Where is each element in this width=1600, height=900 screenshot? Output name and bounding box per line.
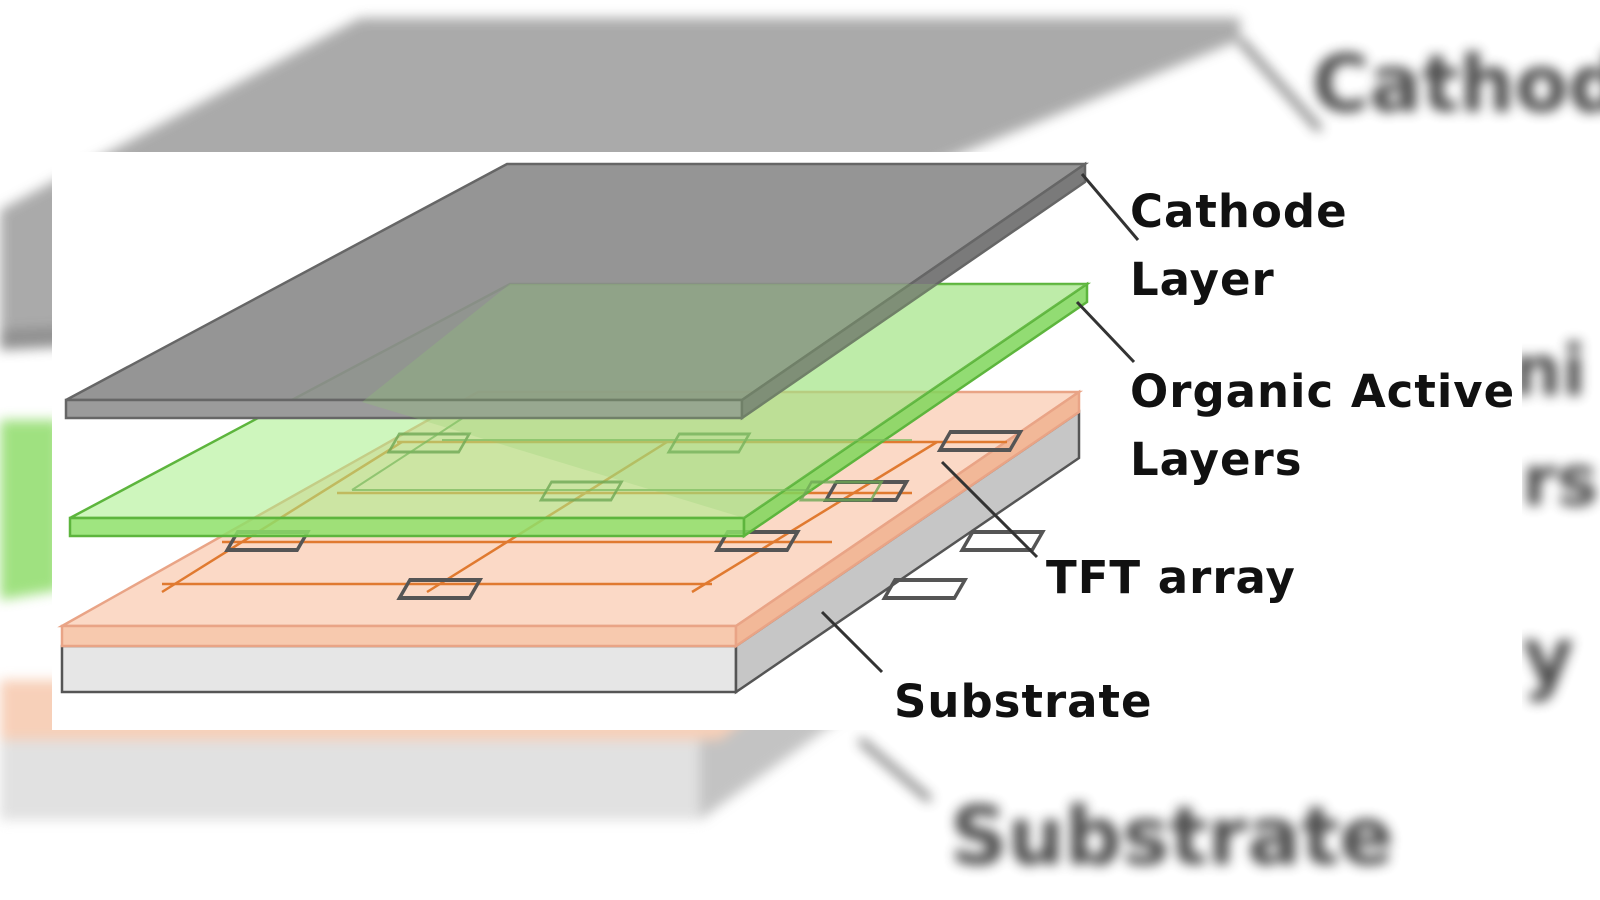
oled-layer-stack — [57, 161, 1140, 695]
cathode-leader-line — [1080, 173, 1140, 241]
bg-layers-fragment: rs — [1522, 440, 1599, 522]
tft-array-label: TFT array — [1046, 551, 1296, 604]
organic-leader-line — [1075, 300, 1136, 364]
tft-leader-line — [940, 460, 1039, 559]
cathode-layer — [64, 161, 1090, 421]
bg-organic-fragment: ni — [1512, 330, 1586, 412]
bg-cathode-label: Cathod — [1312, 40, 1600, 130]
cathode-label-line1: Cathode — [1130, 185, 1348, 238]
bg-tft-fragment: y — [1522, 610, 1575, 703]
leader-lines — [820, 173, 1140, 674]
organic-label-line1: Organic Active — [1130, 365, 1516, 418]
oled-layer-diagram: Cathode Layer Organic Active Layers TFT … — [52, 152, 1522, 730]
substrate-leader-line — [820, 610, 884, 674]
cathode-label-line2: Layer — [1130, 253, 1275, 306]
bg-substrate-label: Substrate — [950, 790, 1394, 883]
organic-label-line2: Layers — [1130, 433, 1303, 486]
substrate-label: Substrate — [894, 675, 1153, 728]
